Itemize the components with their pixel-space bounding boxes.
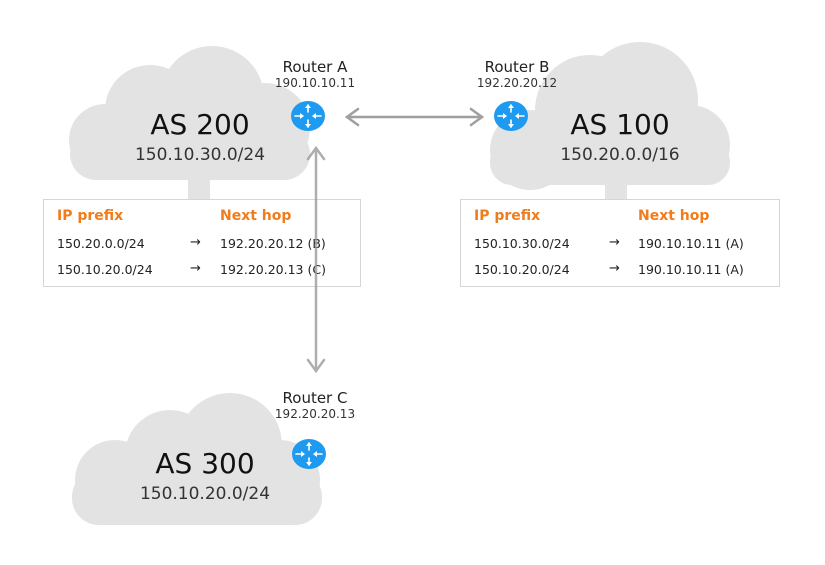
table-cell-prefix: 150.10.20.0/24 — [474, 262, 570, 277]
table-cell-next-hop: 192.20.20.12 (B) — [220, 236, 326, 251]
table-cell-next-hop: 190.10.10.11 (A) — [638, 262, 744, 277]
router-a-ip: 190.10.10.11 — [274, 76, 356, 90]
router-b-name: Router B — [484, 58, 550, 76]
router-c-name: Router C — [282, 389, 348, 407]
table-cell-next-hop: 192.20.20.13 (C) — [220, 262, 326, 277]
right-arrow-icon: → — [190, 261, 201, 276]
table-header-next-hop: Next hop — [220, 208, 292, 224]
as200-name: AS 200 — [150, 108, 250, 141]
router-c-ip: 192.20.20.13 — [274, 407, 356, 421]
as300-name: AS 300 — [155, 447, 255, 480]
as200-prefix: 150.10.30.0/24 — [134, 145, 266, 165]
router-icon[interactable] — [291, 101, 325, 131]
table-cell-next-hop: 190.10.10.11 (A) — [638, 236, 744, 251]
router-b-ip: 192.20.20.12 — [476, 76, 558, 90]
right-arrow-icon: → — [609, 261, 620, 276]
as100-prefix: 150.20.0.0/16 — [560, 145, 680, 165]
cloud-as100 — [490, 42, 730, 200]
table-cell-prefix: 150.10.30.0/24 — [474, 236, 570, 251]
as100-name: AS 100 — [570, 108, 670, 141]
routing-table-router-a: IP prefix Next hop 150.20.0.0/24 → 192.2… — [43, 199, 361, 287]
router-icon[interactable] — [494, 101, 528, 131]
table-cell-prefix: 150.20.0.0/24 — [57, 236, 145, 251]
table-header-ip-prefix: IP prefix — [474, 208, 541, 224]
as300-prefix: 150.10.20.0/24 — [139, 484, 271, 504]
table-cell-prefix: 150.10.20.0/24 — [57, 262, 153, 277]
cloud-as300 — [72, 393, 322, 525]
right-arrow-icon: → — [609, 235, 620, 250]
link-a-c — [306, 145, 326, 374]
cloud-as200 — [69, 46, 310, 200]
router-icon[interactable] — [292, 439, 326, 469]
link-a-b — [344, 107, 485, 127]
right-arrow-icon: → — [190, 235, 201, 250]
router-a-name: Router A — [282, 58, 348, 76]
table-header-ip-prefix: IP prefix — [57, 208, 124, 224]
routing-table-router-b: IP prefix Next hop 150.10.30.0/24 → 190.… — [460, 199, 780, 287]
table-header-next-hop: Next hop — [638, 208, 710, 224]
